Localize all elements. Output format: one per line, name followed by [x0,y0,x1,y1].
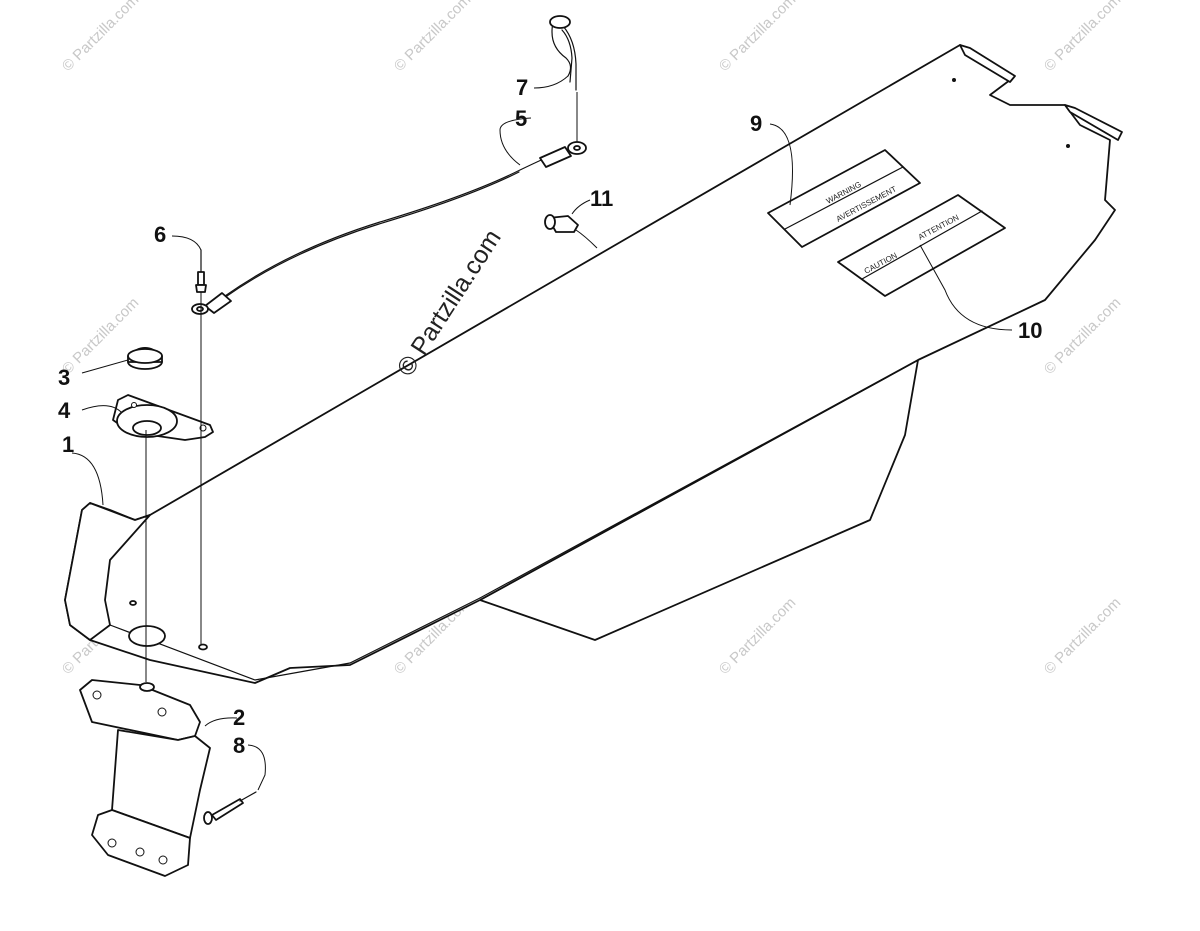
skid-plate-front-lip [64,502,151,641]
skid-plate-small-hole [129,600,137,606]
callout-4: 4 [58,398,71,423]
callout-11: 11 [590,186,613,211]
callout-8: 8 [233,733,245,758]
bracket-top-flange [79,679,201,741]
callout-2: 2 [233,705,245,730]
pin-part-6 [195,249,207,293]
skid-plate-rivet [952,78,956,82]
mount-bracket-part-2 [79,679,211,877]
callout-1: 1 [62,432,74,457]
tether-cable [224,153,556,297]
skid-plate-part-1 [64,44,1123,684]
grommet-part-3 [127,347,163,370]
watermark-tile: © Partzilla.com [716,0,799,75]
hairpin-clip-part-7 [549,15,577,91]
watermark-tile: © Partzilla.com [716,594,799,677]
skid-plate-small-hole [198,643,208,651]
watermark-tile: © Partzilla.com [1041,294,1124,377]
callout-9: 9 [750,111,762,136]
callout-10: 10 [1018,318,1042,343]
hairpin-clip [551,20,577,91]
watermark-tile: © Partzilla.com [1041,594,1124,677]
assembly-lines [145,92,578,682]
callout-labels: 1 2 3 4 5 6 7 8 9 10 11 [58,75,1042,758]
callout-leaders [71,75,1013,791]
skid-plate-rear-tab [959,44,1016,83]
callout-3: 3 [58,365,70,390]
bracket-plate-part-4 [112,394,214,441]
watermark-tile: © Partzilla.com [1041,0,1124,75]
callout-6: 6 [154,222,166,247]
skid-plate-bend-line [479,359,919,599]
callout-5: 5 [515,106,527,131]
skid-plate-mount-hole [128,625,166,647]
skid-plate-rivet [1066,144,1070,148]
callout-7: 7 [516,75,528,100]
plug-part-11 [544,214,598,249]
watermark-tile: © Partzilla.com [59,0,142,75]
skid-plate-bend-line [109,597,481,681]
rivet-part-8 [203,791,257,825]
tether-cable-part-5 [191,141,587,315]
watermark-tile: © Partzilla.com [391,0,474,75]
skid-plate-rear-tab [1064,104,1123,141]
caution-decal-part-10: CAUTION ATTENTION [837,194,1006,297]
